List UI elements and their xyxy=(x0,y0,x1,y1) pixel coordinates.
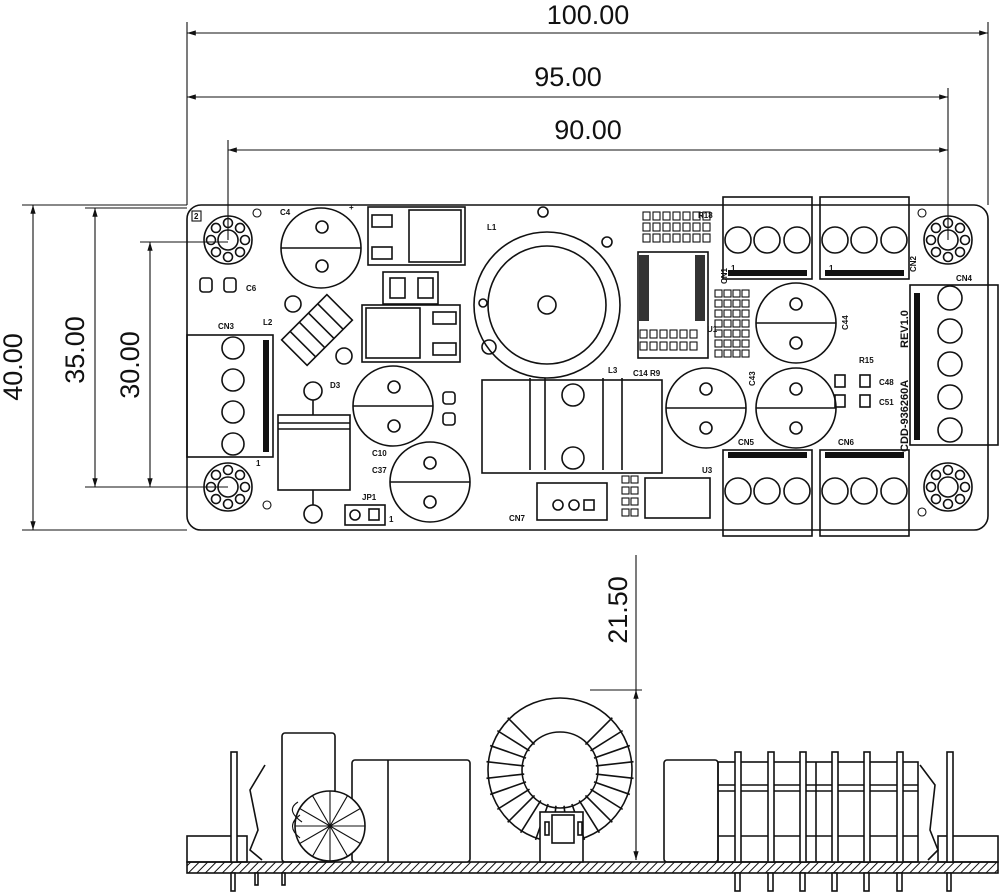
inductor-l3: L3 C14 R9 xyxy=(481,366,663,474)
pcb-side-view: 21.50 xyxy=(186,555,999,892)
capacitor-c43: C43 xyxy=(748,367,837,449)
header-pin xyxy=(799,751,807,863)
svg-text:CN1: CN1 xyxy=(720,267,729,284)
svg-text:U3: U3 xyxy=(702,466,713,475)
header-pin xyxy=(896,751,904,863)
dimension-height-30: 30.00 xyxy=(115,241,228,488)
svg-text:1: 1 xyxy=(731,264,736,273)
dimension-label: 90.00 xyxy=(554,115,622,145)
diode-d3: D3 xyxy=(277,381,351,524)
svg-text:C6: C6 xyxy=(246,284,257,293)
pcb-cross-section xyxy=(186,861,999,874)
svg-text:C48: C48 xyxy=(879,378,894,387)
silk-label: 2 xyxy=(194,212,199,221)
header-pins xyxy=(734,751,904,892)
mounting-holes xyxy=(203,215,973,512)
capacitor-c10: C10 xyxy=(352,365,434,458)
small-toroid xyxy=(291,790,366,862)
header-pin xyxy=(831,751,839,863)
dimension-width-95: 95.00 xyxy=(187,62,949,240)
svg-text:C44: C44 xyxy=(841,315,850,330)
svg-text:CN4: CN4 xyxy=(956,274,973,283)
dimension-label: 30.00 xyxy=(115,331,145,399)
svg-text:CN6: CN6 xyxy=(838,438,855,447)
svg-text:R9: R9 xyxy=(650,369,661,378)
terminal-block xyxy=(819,449,910,537)
svg-text:1: 1 xyxy=(389,515,394,524)
dimension-label: 40.00 xyxy=(0,333,28,401)
svg-text:U1: U1 xyxy=(707,325,718,334)
svg-text:C43: C43 xyxy=(748,371,757,386)
connector-cn4 xyxy=(909,284,999,446)
svg-text:JP1: JP1 xyxy=(362,493,377,502)
svg-text:CN3: CN3 xyxy=(218,322,235,331)
board-outline xyxy=(186,204,989,531)
svg-text:C14: C14 xyxy=(633,369,648,378)
svg-text:C37: C37 xyxy=(372,466,387,475)
inductor-l1-toroid: L1 xyxy=(473,206,621,379)
svg-text:D3: D3 xyxy=(330,381,341,390)
dimension-height-35: 35.00 xyxy=(60,207,228,488)
capacitor-r xyxy=(665,367,747,449)
smd-pads xyxy=(621,211,750,517)
svg-text:R18: R18 xyxy=(698,211,713,220)
svg-text:R15: R15 xyxy=(859,356,874,365)
capacitor-c37: C37 xyxy=(372,441,471,523)
svg-text:CN7: CN7 xyxy=(509,514,526,523)
capacitor-c44: C44 xyxy=(755,282,850,364)
mounting-hole xyxy=(203,462,253,512)
terminal-block xyxy=(722,449,813,537)
svg-text:C51: C51 xyxy=(879,398,894,407)
svg-text:1: 1 xyxy=(829,264,834,273)
dimension-label: 95.00 xyxy=(534,62,602,92)
svg-text:CN2: CN2 xyxy=(909,255,918,272)
connector-cn3: CN3 1 xyxy=(186,322,274,468)
header-pin xyxy=(863,751,871,863)
svg-text:L1: L1 xyxy=(487,223,497,232)
dimension-width-100: 100.00 xyxy=(186,0,989,205)
board-revision: REV1.0 xyxy=(899,310,911,348)
svg-text:L3: L3 xyxy=(608,366,618,375)
mounting-hole xyxy=(923,215,973,265)
terminal-blocks xyxy=(722,196,910,537)
ic-u1: U1 R18 xyxy=(637,211,718,359)
capacitor-c6: C6 xyxy=(199,277,257,293)
svg-text:1: 1 xyxy=(256,459,261,468)
terminal-block xyxy=(819,196,910,280)
svg-text:CN5: CN5 xyxy=(738,438,755,447)
svg-text:L2: L2 xyxy=(263,318,273,327)
connector-cn7: CN7 xyxy=(509,482,608,523)
dimension-height-21-5: 21.50 xyxy=(590,555,642,860)
mounting-hole xyxy=(923,462,973,512)
terminal-block xyxy=(722,196,813,280)
jumper-jp1: JP1 1 xyxy=(344,493,394,526)
board-id: CDD-936260A xyxy=(899,380,911,452)
svg-text:C4: C4 xyxy=(280,208,291,217)
ic-u3: U3 xyxy=(644,466,713,519)
capacitor-c4: C4 + xyxy=(280,203,362,289)
dimension-label: 35.00 xyxy=(60,316,90,384)
svg-text:+: + xyxy=(349,203,354,212)
dimension-label: 100.00 xyxy=(547,0,630,30)
header-pin xyxy=(734,751,742,863)
pcb-top-view: 2 C4 + C6 xyxy=(186,196,999,537)
mounting-hole xyxy=(203,215,253,265)
header-pin xyxy=(767,751,775,863)
dimension-label: 21.50 xyxy=(603,576,633,644)
dimension-height-40: 40.00 xyxy=(0,204,187,531)
inductor-l2 xyxy=(280,293,354,367)
dimension-width-90: 90.00 xyxy=(227,115,948,240)
svg-text:C10: C10 xyxy=(372,449,387,458)
